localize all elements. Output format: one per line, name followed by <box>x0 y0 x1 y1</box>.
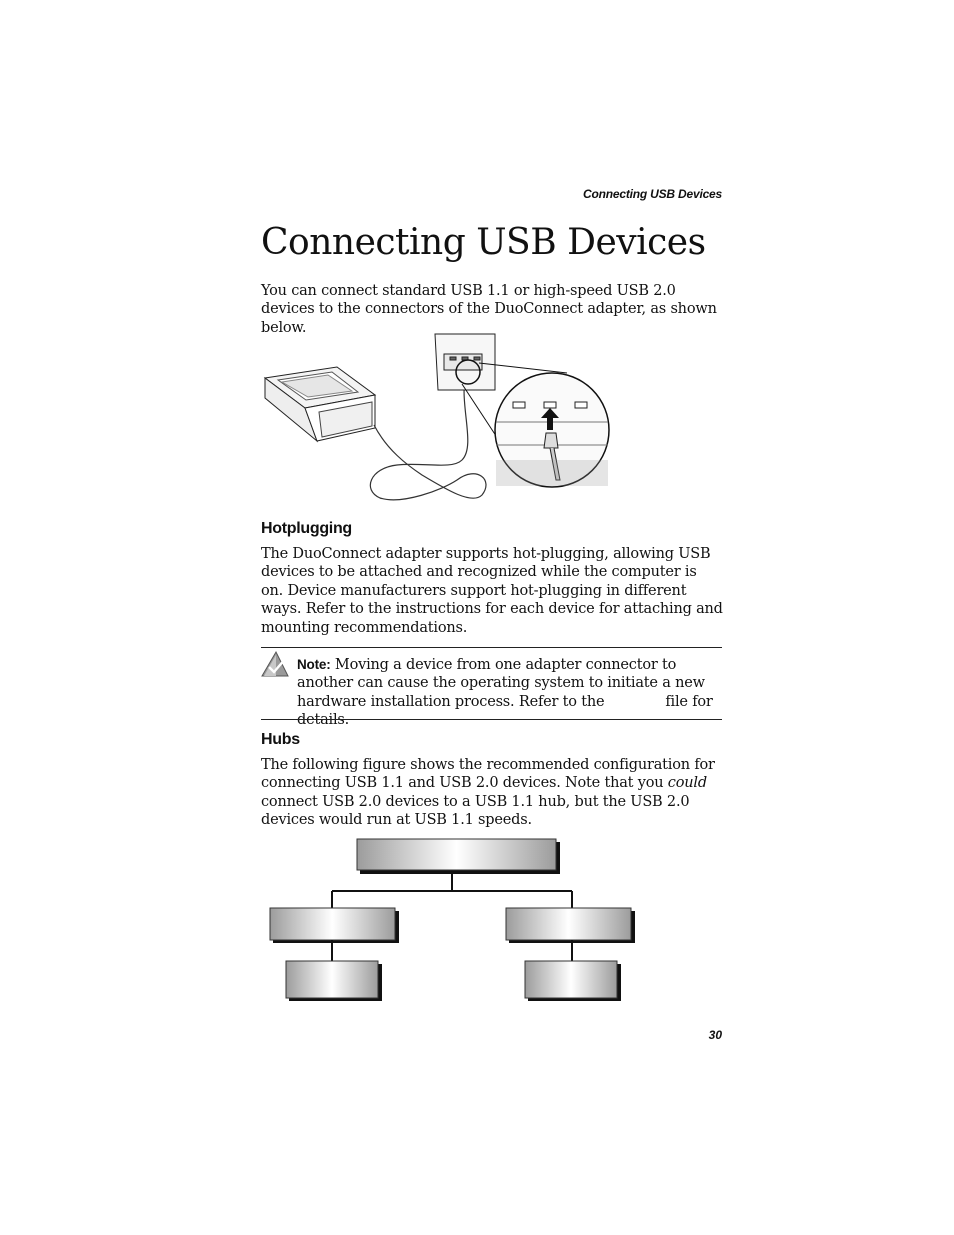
device-box-right <box>524 960 621 1001</box>
note-text: Note: Moving a device from one adapter c… <box>297 656 722 730</box>
usb-device-icon <box>263 366 377 443</box>
hotplugging-heading: Hotplugging <box>261 520 352 537</box>
intro-paragraph: You can connect standard USB 1.1 or high… <box>261 283 717 336</box>
hub-box-right <box>505 907 635 943</box>
magnified-port-icon <box>494 372 610 488</box>
note-check-icon <box>261 650 289 677</box>
hub-configuration-diagram <box>269 838 635 1001</box>
hubs-body-after: connect USB 2.0 devices to a USB 1.1 hub… <box>261 793 690 829</box>
root-box <box>356 838 560 874</box>
note-label: Note: <box>297 657 331 672</box>
note-bottom-divider <box>261 719 722 720</box>
page-title: Connecting USB Devices <box>261 222 706 263</box>
hotplugging-paragraph: The DuoConnect adapter supports hot-plug… <box>261 546 723 636</box>
page-number: 30 <box>708 1028 722 1042</box>
running-head: Connecting USB Devices <box>583 187 722 201</box>
note-top-divider <box>261 647 722 648</box>
device-box-left <box>285 960 382 1001</box>
hubs-body-before: The following figure shows the recommend… <box>261 757 715 792</box>
hubs-paragraph: The following figure shows the recommend… <box>261 756 723 830</box>
usb-connection-illustration <box>263 333 610 501</box>
cable-icon <box>369 369 487 501</box>
hub-box-left <box>269 907 399 943</box>
note-text-after: file for details. <box>297 693 713 729</box>
hubs-body-emphasis: could <box>667 775 707 792</box>
computer-tower-icon <box>434 333 496 391</box>
note-text-before: Moving a device from one adapter connect… <box>297 657 705 710</box>
hubs-heading: Hubs <box>261 731 300 748</box>
